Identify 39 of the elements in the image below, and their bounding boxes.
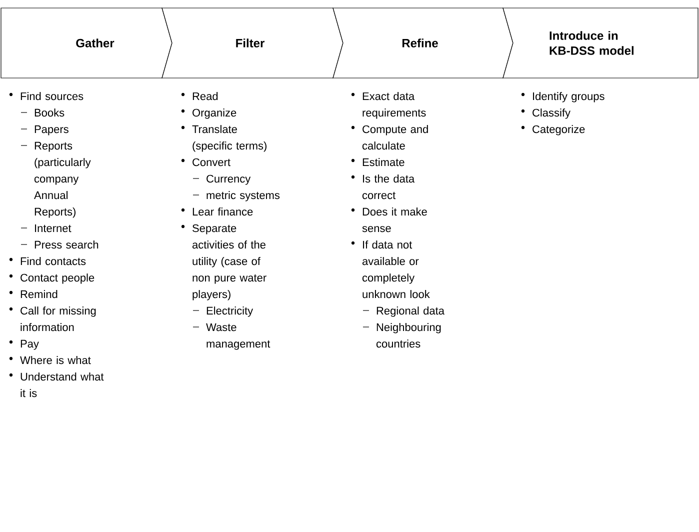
list-item: Does it make sense — [362, 208, 427, 232]
list-item: Contact people — [20, 274, 94, 284]
list-item: Waste management — [206, 323, 270, 350]
list-item: Organize — [192, 108, 236, 119]
list-item: Pay — [20, 340, 39, 350]
list-item: Translate (specific terms) — [192, 125, 266, 152]
list-item: Reports (particularly company Annual Reports) — [34, 142, 91, 218]
list-item: Books — [34, 108, 64, 117]
list-item: Read — [192, 92, 218, 100]
list-item: Call for missing information — [20, 306, 96, 332]
list-item: Separate activities of the utility (case of non pure water players) — [192, 224, 266, 300]
list-item: Compute and calculate — [362, 125, 428, 150]
list-item: Categorize — [532, 125, 585, 136]
list-item: Find sources — [20, 92, 84, 100]
list-item: Regional data — [376, 306, 444, 317]
list-item: If data not available or completely unknown look — [362, 240, 430, 298]
step-banner: Introduce in KB-DSS model — [502, 8, 698, 78]
list-item: Papers — [34, 125, 68, 136]
step-banner: Filter — [162, 8, 344, 78]
list-item: Convert — [192, 158, 230, 166]
list-item: metric systems — [206, 191, 280, 202]
list-item: Classify — [532, 108, 570, 119]
step-banner: Refine — [332, 8, 514, 78]
list-item: Where is what — [20, 356, 91, 364]
list-item: Electricity — [206, 306, 254, 317]
step-banner: Gather — [0, 8, 172, 78]
list-item: Remind — [20, 290, 58, 298]
list-item: Understand what it is — [20, 372, 104, 398]
list-item: Lear finance — [192, 208, 253, 216]
list-item: Exact data requirements — [362, 92, 426, 119]
list-item: Press search — [34, 240, 98, 249]
list-item: Estimate — [362, 158, 404, 166]
list-item: Currency — [206, 174, 251, 185]
list-item: Internet — [35, 224, 72, 232]
node-label: Introduce in KB-DSS model — [550, 31, 634, 55]
list-item: Find contacts — [20, 257, 86, 266]
list-item: Identify groups — [533, 92, 604, 102]
list-item: Is the data correct — [362, 174, 415, 200]
list-item: Neighbouring countries — [376, 323, 441, 348]
